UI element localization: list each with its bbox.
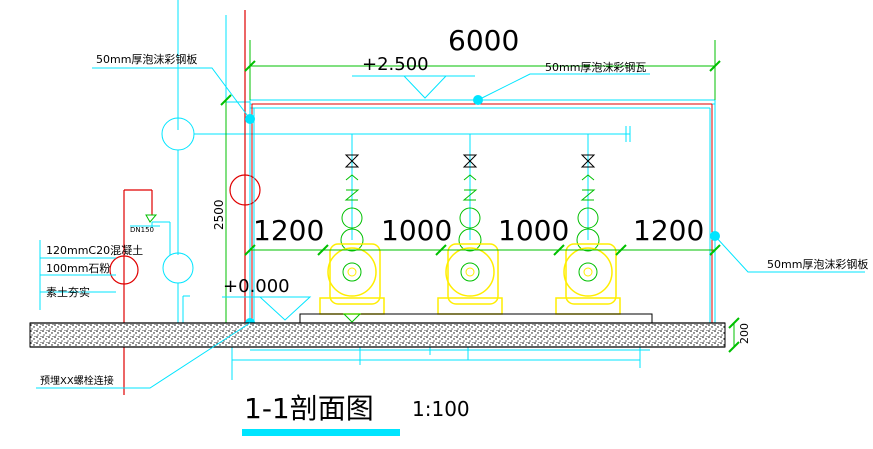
leader-lines bbox=[36, 67, 865, 389]
elevation-floor: +0.000 bbox=[223, 276, 290, 297]
ground-slab bbox=[29, 322, 726, 348]
red-pipe bbox=[109, 10, 261, 395]
floor-level-marker bbox=[342, 313, 362, 323]
elevation-floor-marker bbox=[222, 296, 312, 321]
elevation-top: +2.500 bbox=[362, 54, 429, 75]
label-concrete: 120mmC20混凝土 bbox=[46, 243, 143, 257]
enclosure bbox=[249, 99, 716, 323]
dn150-valve bbox=[130, 214, 160, 227]
red-pipe-circle-left bbox=[109, 255, 139, 285]
label-panel-roof: 50mm厚泡沫彩钢瓦 bbox=[545, 60, 646, 74]
label-panel-right: 50mm厚泡沫彩钢板 bbox=[767, 257, 868, 271]
elevation-top-marker bbox=[352, 75, 475, 99]
red-pipe-circle bbox=[229, 174, 261, 206]
enclosure-red-edges bbox=[251, 103, 713, 323]
top-dimension bbox=[244, 40, 721, 100]
label-stone: 100mm石粉 bbox=[46, 262, 110, 275]
height-dimension bbox=[220, 94, 232, 323]
pump-1 bbox=[319, 134, 385, 315]
label-soil: 素土夯实 bbox=[46, 285, 90, 299]
title-underline bbox=[242, 429, 400, 436]
dim-slab: 200 bbox=[738, 323, 751, 344]
drawing-scale: 1:100 bbox=[412, 397, 470, 421]
dim-seg-right: 1200 bbox=[633, 214, 704, 247]
pump-2 bbox=[437, 134, 503, 315]
label-panel-left: 50mm厚泡沫彩钢板 bbox=[96, 52, 197, 66]
dim-seg-mid1: 1000 bbox=[381, 214, 452, 247]
dim-seg-left: 1200 bbox=[253, 214, 324, 247]
pipe-size-label: DN150 bbox=[130, 226, 154, 234]
pipe-circle-lower bbox=[162, 252, 194, 284]
slab-dimension bbox=[728, 317, 740, 353]
pump-spacing-dimension bbox=[244, 244, 721, 256]
dim-seg-mid2: 1000 bbox=[498, 214, 569, 247]
drawing-title: 1-1剖面图 bbox=[244, 392, 374, 425]
label-bolt: 预埋XX螺栓连接 bbox=[40, 374, 114, 387]
dim-total-width: 6000 bbox=[448, 24, 519, 57]
dim-height: 2500 bbox=[212, 199, 226, 230]
